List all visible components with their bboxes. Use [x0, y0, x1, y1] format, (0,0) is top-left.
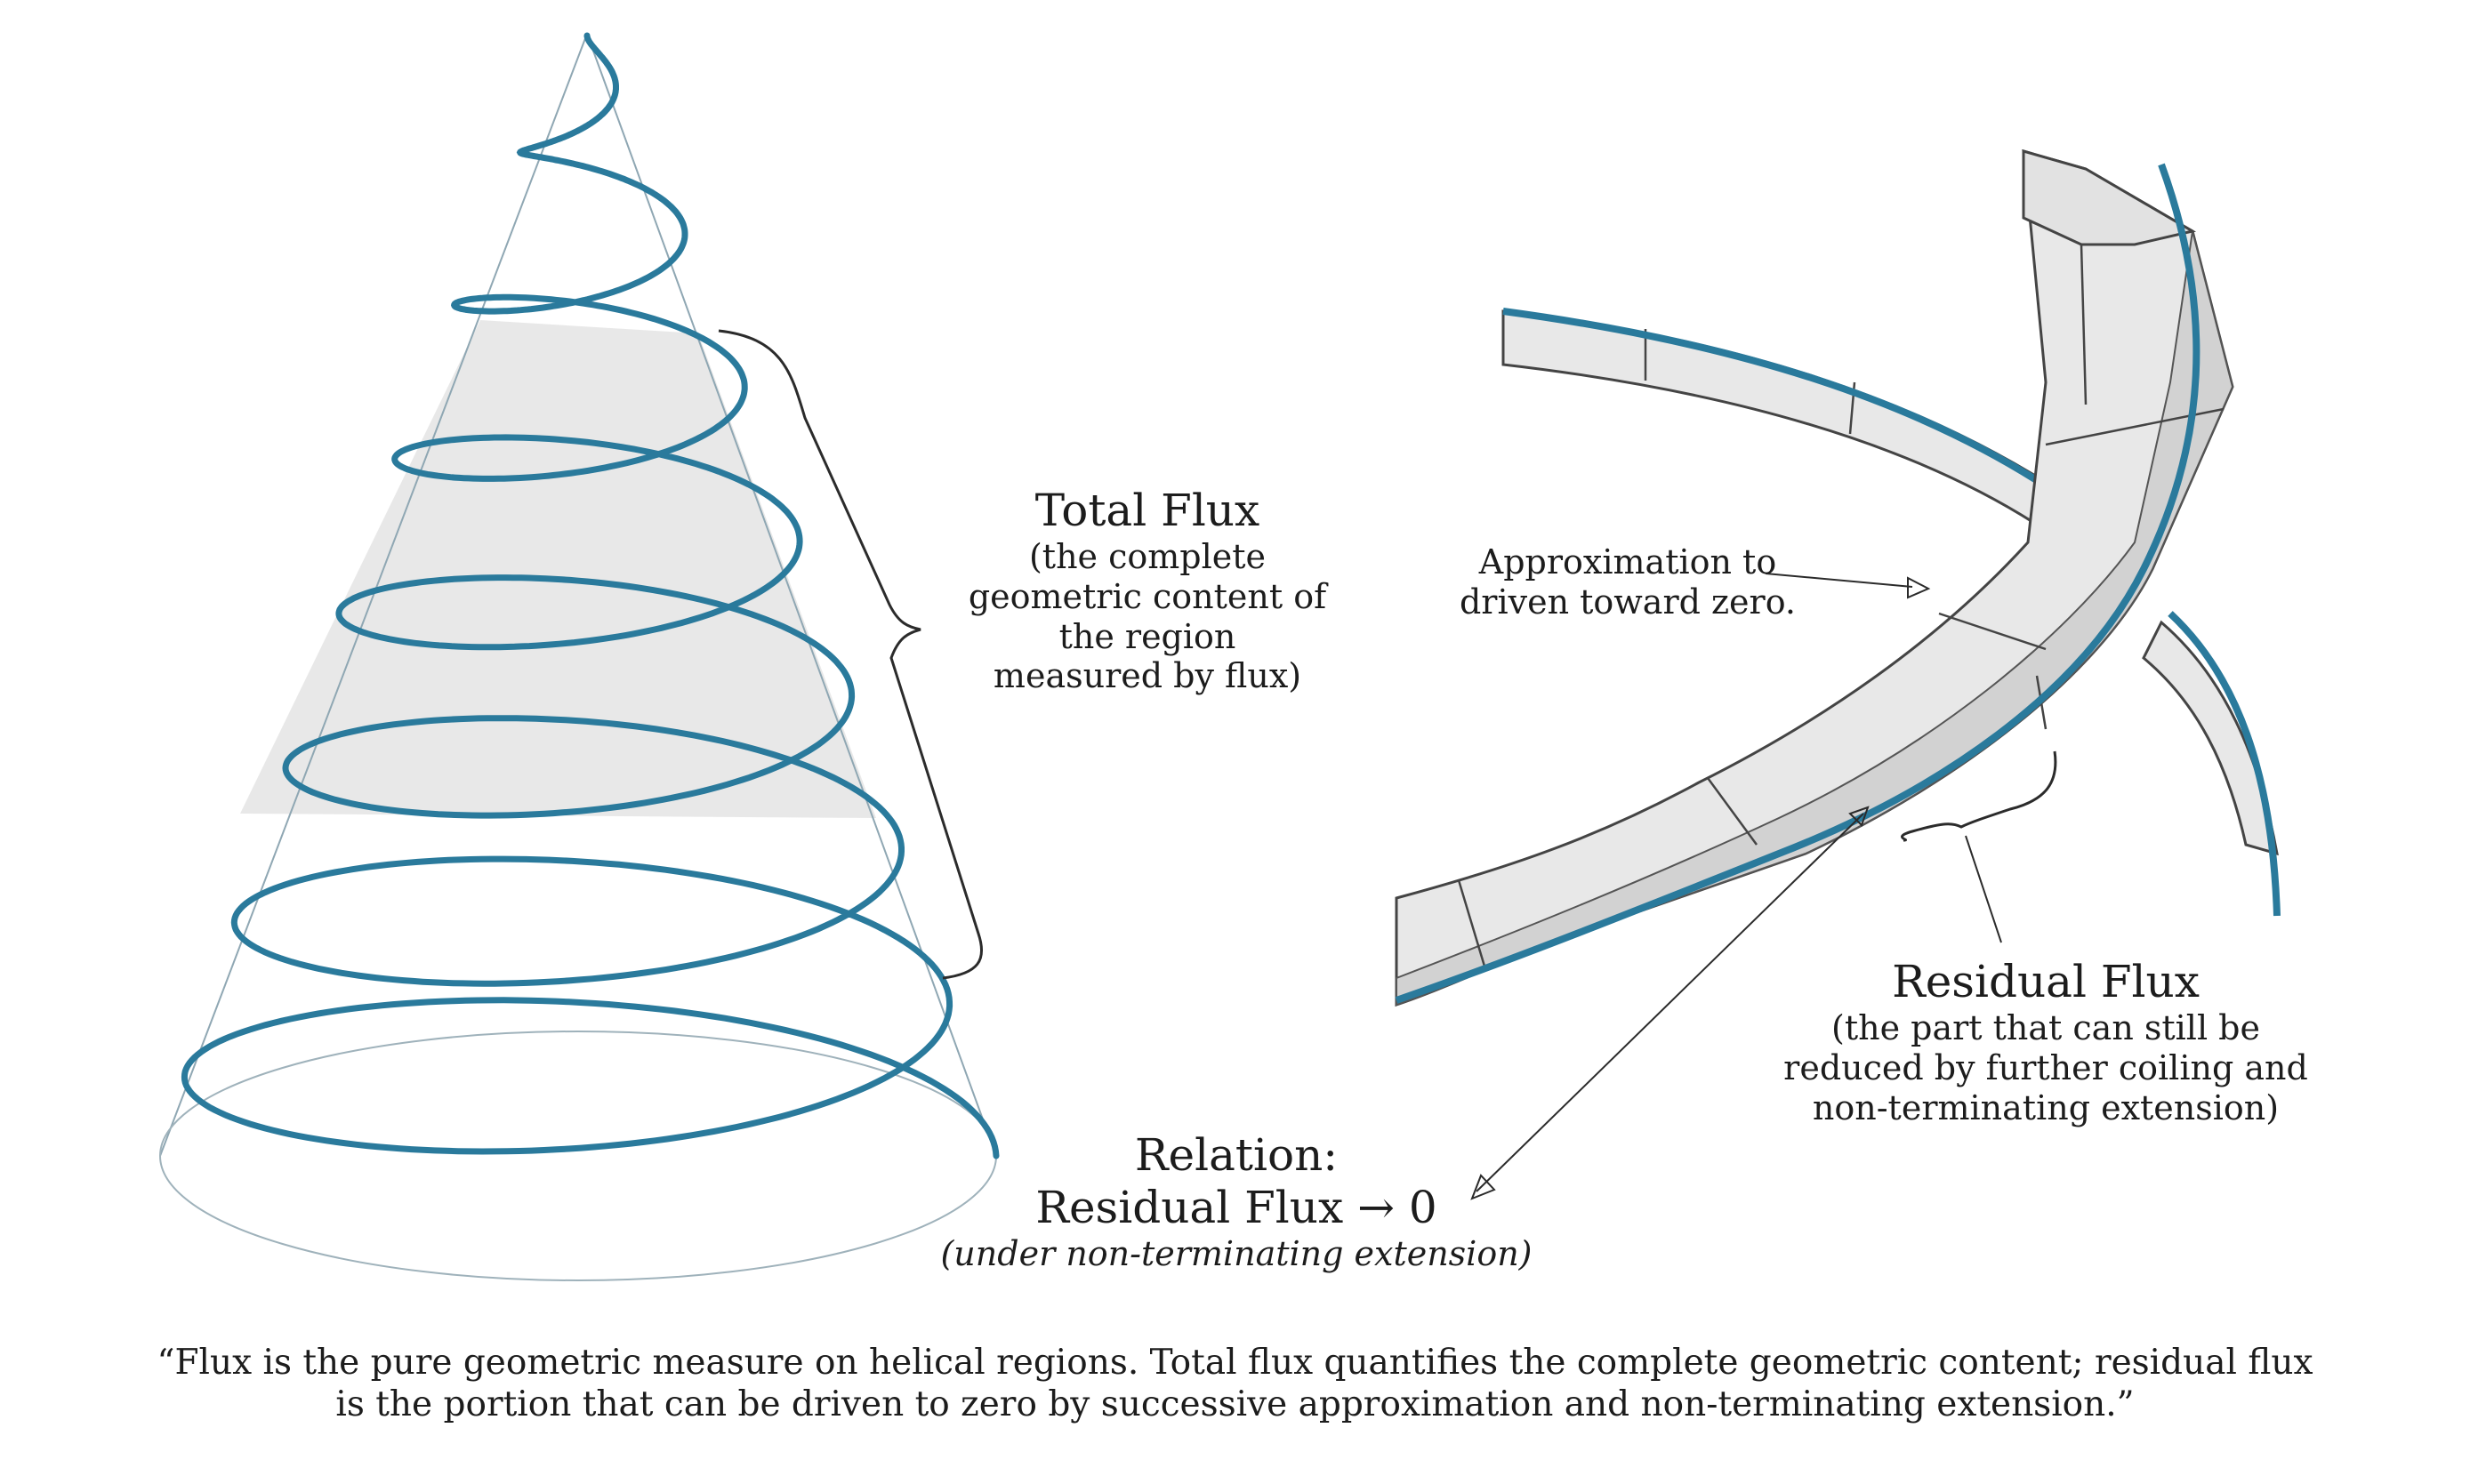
arc-seg-line-5 — [1706, 777, 1758, 846]
total-flux-region — [240, 320, 876, 818]
relation-title: Relation: — [1134, 1129, 1339, 1181]
helix-curve — [181, 32, 1000, 1159]
arc-lower-piece — [2142, 620, 2279, 856]
relation-formula: Residual Flux → 0 — [1035, 1182, 1437, 1233]
total-flux-desc-3: the region — [1058, 616, 1236, 656]
total-flux-desc-2: geometric content of — [968, 576, 1327, 616]
relation-arrow-head-top — [1848, 806, 1870, 827]
arc-seg-line-6 — [1457, 879, 1487, 970]
cone-left-edge — [159, 33, 588, 1157]
relation-condition: (under non-terminating extension) — [940, 1234, 1533, 1273]
residual-flux-desc-2: reduced by further coiling and — [1783, 1047, 2308, 1087]
approximation-line-2: driven toward zero. — [1459, 582, 1796, 622]
caption: “Flux is the pure geometric measure on h… — [27, 1343, 2443, 1426]
arc-top-block — [2022, 149, 2197, 246]
arc-main-blue-edge — [1395, 163, 2200, 1004]
cone-figure — [159, 32, 1000, 1281]
total-flux-desc-4: measured by flux) — [993, 656, 1302, 696]
residual-flux-desc-1: (the part that can still be — [1831, 1008, 2260, 1047]
cone-right-edge — [586, 33, 997, 1157]
relation-arrow-line — [1476, 813, 1864, 1192]
arc-figure — [1395, 148, 2281, 1200]
caption-line-2: is the portion that can be driven to zer… — [335, 1384, 2135, 1424]
residual-brace — [1900, 750, 2057, 842]
residual-flux-label: Residual Flux (the part that can still b… — [1726, 956, 2366, 1127]
arc-seg-line-1 — [2080, 244, 2088, 405]
arc-back-band — [1501, 309, 2066, 526]
residual-flux-desc-3: non-terminating extension) — [1812, 1087, 2280, 1127]
residual-pointer — [1965, 835, 2002, 943]
approx-arrow-line — [1765, 573, 1913, 588]
total-flux-label: Total Flux (the complete geometric conte… — [907, 485, 1388, 696]
approx-arrow-head — [1907, 576, 1931, 599]
total-flux-title: Total Flux — [1034, 485, 1260, 536]
total-flux-desc-1: (the complete — [1028, 537, 1267, 576]
caption-line-1: “Flux is the pure geometric measure on h… — [157, 1343, 2313, 1383]
arc-lower-blue-edge — [2168, 611, 2281, 917]
arc-seg-line-3 — [1938, 612, 2047, 651]
relation-label: Relation: Residual Flux → 0 (under non-t… — [818, 1129, 1654, 1274]
residual-flux-title: Residual Flux — [1892, 956, 2200, 1007]
total-flux-brace — [718, 329, 984, 980]
approximation-label: Approximation to driven toward zero. — [1423, 542, 1832, 622]
approximation-line-1: Approximation to — [1478, 542, 1777, 582]
arc-back-blue-edge — [1502, 308, 2066, 501]
relation-arrow-head-bottom — [1470, 1174, 1496, 1200]
